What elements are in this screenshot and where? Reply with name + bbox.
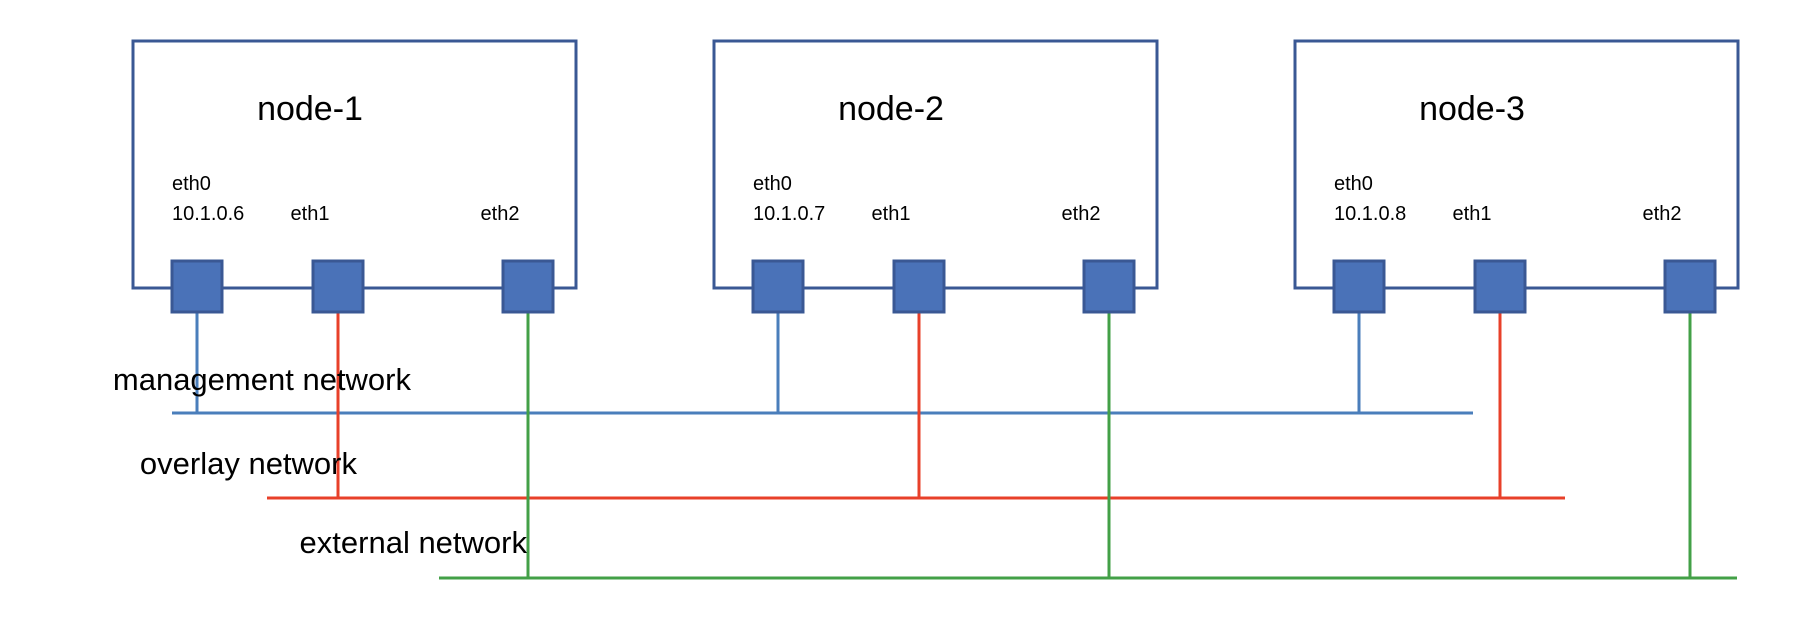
node-box-node-1[interactable]	[131, 39, 578, 290]
interface-label-node-2-eth1: eth1	[872, 203, 911, 225]
interface-label-node-3-eth0: eth0	[1334, 173, 1373, 195]
label-layer: management network overlay network externa…	[113, 90, 1682, 560]
network-bus-layer	[172, 312, 1737, 580]
interface-box-node-1-eth0[interactable]	[170, 259, 224, 314]
interface-box-node-1-eth2[interactable]	[501, 259, 555, 314]
interface-layer	[170, 259, 1717, 314]
interface-label-node-1-eth2: eth2	[481, 203, 520, 225]
node-title-node-2: node-2	[838, 90, 944, 128]
interface-box-node-3-eth0[interactable]	[1332, 259, 1386, 314]
interface-label-node-2-eth2: eth2	[1062, 203, 1101, 225]
network-label-external: external network	[300, 525, 528, 560]
interface-label-node-3-eth2: eth2	[1643, 203, 1682, 225]
network-label-overlay: overlay network	[140, 446, 358, 481]
interface-address-node-3-eth0: 10.1.0.8	[1334, 203, 1406, 225]
interface-box-node-3-eth2[interactable]	[1663, 259, 1717, 314]
interface-address-node-2-eth0: 10.1.0.7	[753, 203, 825, 225]
node-layer	[131, 39, 1740, 290]
network-label-management: management network	[113, 362, 412, 397]
interface-box-node-3-eth1[interactable]	[1473, 259, 1527, 314]
interface-label-node-3-eth1: eth1	[1453, 203, 1492, 225]
interface-box-node-1-eth1[interactable]	[311, 259, 365, 314]
interface-label-node-1-eth0: eth0	[172, 173, 211, 195]
interface-box-node-2-eth0[interactable]	[751, 259, 805, 314]
node-box-node-3[interactable]	[1293, 39, 1740, 290]
node-box-node-2[interactable]	[712, 39, 1159, 290]
interface-box-node-2-eth2[interactable]	[1082, 259, 1136, 314]
interface-label-node-2-eth0: eth0	[753, 173, 792, 195]
node-title-node-3: node-3	[1419, 90, 1525, 128]
interface-box-node-2-eth1[interactable]	[892, 259, 946, 314]
interface-label-node-1-eth1: eth1	[291, 203, 330, 225]
node-title-node-1: node-1	[257, 90, 363, 128]
interface-address-node-1-eth0: 10.1.0.6	[172, 203, 244, 225]
